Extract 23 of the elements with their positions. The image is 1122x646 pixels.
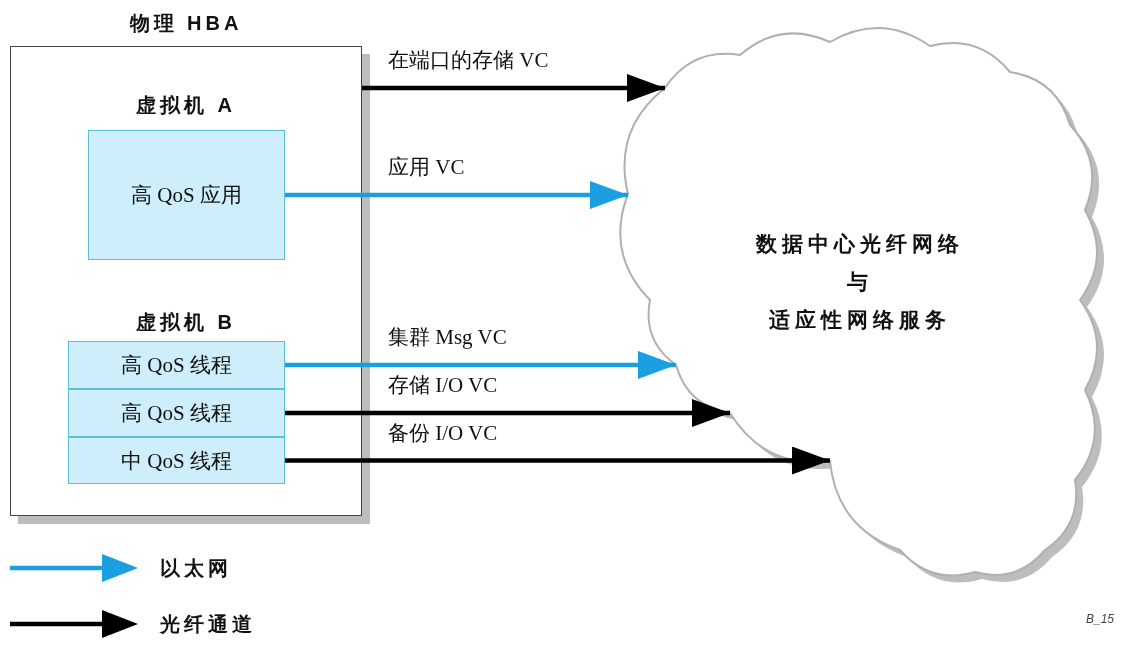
arrow xyxy=(285,351,676,379)
thread-box: 中 QoS 线程 xyxy=(68,437,285,484)
group-heading: 虚拟机 A xyxy=(135,93,237,118)
legend-text: 以太网 xyxy=(160,556,232,581)
thread-box: 高 QoS 线程 xyxy=(68,389,285,437)
box-title: 物理 HBA xyxy=(128,11,244,36)
cloud-text: 适应性网络服务 xyxy=(768,307,952,333)
figure-code: B_15 xyxy=(1086,612,1115,626)
edge-label: 备份 I/O VC xyxy=(386,420,500,445)
arrow xyxy=(362,74,665,102)
arrow xyxy=(285,399,730,427)
edge-label: 集群 Msg VC xyxy=(386,325,509,349)
application-box: 高 QoS 应用 xyxy=(88,130,285,260)
cloud-text: 与 xyxy=(846,269,874,295)
edge-label: 在端口的存储 VC xyxy=(386,48,551,72)
legend-text: 光纤通道 xyxy=(160,612,256,637)
arrow xyxy=(285,181,628,209)
arrow xyxy=(285,446,830,475)
edge-label: 应用 VC xyxy=(386,155,467,179)
edge-label: 存储 I/O VC xyxy=(386,373,500,397)
cloud-text: 数据中心光纤网络 xyxy=(754,231,965,257)
group-heading: 虚拟机 B xyxy=(135,310,237,335)
thread-box: 高 QoS 线程 xyxy=(68,341,285,389)
